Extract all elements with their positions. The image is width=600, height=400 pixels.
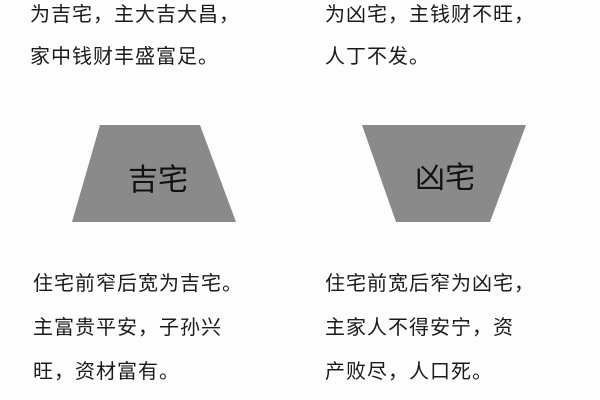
bottom-right-line-3: 产败尽，人口死。 — [325, 361, 493, 383]
top-left-line-1: 为吉宅，主大吉大昌， — [30, 4, 240, 26]
bad-house-trapezoid — [362, 125, 526, 222]
bottom-right-line-2: 主家人不得安宁，资 — [325, 317, 514, 339]
good-house-trapezoid — [72, 125, 236, 222]
bad-house-label: 凶宅 — [415, 162, 475, 195]
good-house-label: 吉宅 — [128, 164, 188, 197]
bottom-left-line-2: 主富贵平安，子孙兴 — [33, 317, 222, 339]
top-left-line-2: 家中钱财丰盛富足。 — [30, 46, 219, 68]
bottom-left-line-3: 旺，资材富有。 — [33, 361, 180, 383]
top-right-line-1: 为凶宅，主钱财不旺， — [325, 4, 535, 26]
bottom-left-line-1: 住宅前窄后宽为吉宅。 — [33, 273, 243, 295]
bottom-right-line-1: 住宅前宽后窄为凶宅， — [325, 273, 535, 295]
top-right-line-2: 人丁不发。 — [325, 46, 430, 68]
